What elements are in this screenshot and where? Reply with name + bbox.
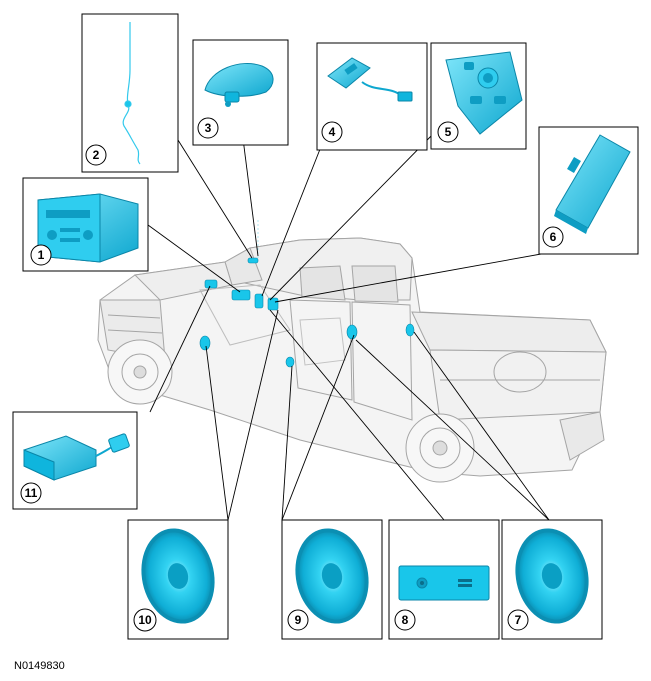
roof-antenna-graphic [204, 62, 274, 107]
usb-module-graphic [327, 57, 413, 102]
antenna-cable-graphic [122, 22, 141, 165]
leader-lines [147, 122, 550, 521]
callout-number-5: 5 [445, 125, 452, 139]
callout-number-3: 3 [205, 121, 212, 135]
audio-module-graphic [554, 134, 631, 234]
callout-box-4: 4 [316, 42, 428, 151]
callout-box-6: 6 [538, 126, 639, 255]
figure-reference-code: N0149830 [14, 660, 65, 672]
audio-control-panel-graphic [445, 51, 523, 135]
front-door-speaker-graphic [295, 528, 369, 624]
callout-number-10: 10 [138, 613, 152, 627]
amplifier-module-graphic [23, 433, 130, 481]
pickup-truck-illustration [97, 237, 607, 483]
callout-box-1: 1 [22, 177, 149, 272]
callout-box-5: 5 [430, 42, 527, 150]
callout-number-1: 1 [38, 248, 45, 262]
callout-box-10: 10 [127, 519, 229, 640]
rear-speaker-graphic [515, 528, 589, 624]
callout-box-11: 11 [12, 411, 138, 510]
callout-number-2: 2 [93, 148, 100, 162]
callout-box-8: 8 [388, 519, 500, 640]
callout-number-9: 9 [295, 613, 302, 627]
aux-input-jack-graphic [398, 565, 490, 601]
callout-number-4: 4 [329, 125, 336, 139]
front-speaker-graphic [141, 528, 215, 624]
callout-number-7: 7 [515, 613, 522, 627]
callout-box-3: 3 [192, 39, 289, 146]
callout-number-11: 11 [25, 486, 38, 500]
callout-box-9: 9 [281, 519, 383, 640]
in-vehicle-components [199, 220, 415, 368]
callout-number-6: 6 [550, 230, 557, 244]
radio-head-unit-graphic [37, 193, 139, 263]
callout-box-2: 2 [81, 13, 179, 173]
callout-number-8: 8 [402, 613, 409, 627]
callout-box-7: 7 [501, 519, 603, 640]
